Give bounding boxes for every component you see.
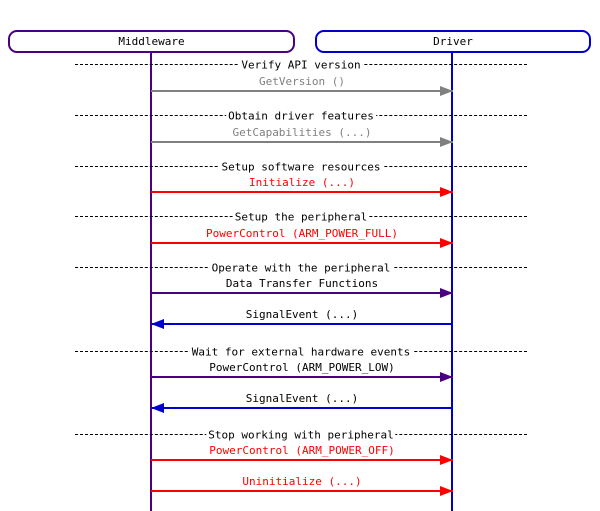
arrowhead-icon xyxy=(440,288,453,298)
divider-label: Obtain driver features xyxy=(226,109,376,123)
divider-label: Operate with the peripheral xyxy=(209,261,393,275)
message-label: Data Transfer Functions xyxy=(225,277,379,290)
divider-label: Setup software resources xyxy=(219,160,383,174)
arrowhead-icon xyxy=(440,187,453,197)
divider-label: Stop working with peripheral xyxy=(206,428,396,442)
message-label: Initialize (...) xyxy=(249,176,355,189)
lifeline-middleware xyxy=(150,53,152,511)
arrowhead-icon xyxy=(151,319,164,329)
message-line xyxy=(151,323,453,325)
message-label: PowerControl (ARM_POWER_FULL) xyxy=(205,227,399,240)
message-line xyxy=(151,459,453,461)
lifeline-driver xyxy=(451,53,453,511)
message-label: SignalEvent (...) xyxy=(245,308,359,321)
message-line xyxy=(151,242,453,244)
message-line xyxy=(151,191,453,193)
message-label: SignalEvent (...) xyxy=(245,392,359,405)
actor-box-middleware: Middleware xyxy=(8,30,295,53)
message-line xyxy=(151,407,453,409)
divider-label: Verify API version xyxy=(239,58,363,72)
arrowhead-icon xyxy=(440,372,453,382)
message-label: GetVersion () xyxy=(258,75,346,88)
message-label: PowerControl (ARM_POWER_OFF) xyxy=(209,444,395,457)
message-line xyxy=(151,376,453,378)
divider-label: Wait for external hardware events xyxy=(189,345,413,359)
actor-label-driver: Driver xyxy=(433,35,473,48)
message-line xyxy=(151,490,453,492)
message-label: GetCapabilities (...) xyxy=(232,126,372,139)
message-line xyxy=(151,141,453,143)
arrowhead-icon xyxy=(151,403,164,413)
arrowhead-icon xyxy=(440,455,453,465)
actor-box-driver: Driver xyxy=(315,30,591,53)
actor-label-middleware: Middleware xyxy=(118,35,185,48)
message-label: Uninitialize (...) xyxy=(242,475,362,488)
arrowhead-icon xyxy=(440,486,453,496)
arrowhead-icon xyxy=(440,238,453,248)
divider-label: Setup the peripheral xyxy=(232,210,370,224)
arrowhead-icon xyxy=(440,137,453,147)
message-line xyxy=(151,90,453,92)
arrowhead-icon xyxy=(440,86,453,96)
message-label: PowerControl (ARM_POWER_LOW) xyxy=(209,361,395,374)
message-line xyxy=(151,292,453,294)
